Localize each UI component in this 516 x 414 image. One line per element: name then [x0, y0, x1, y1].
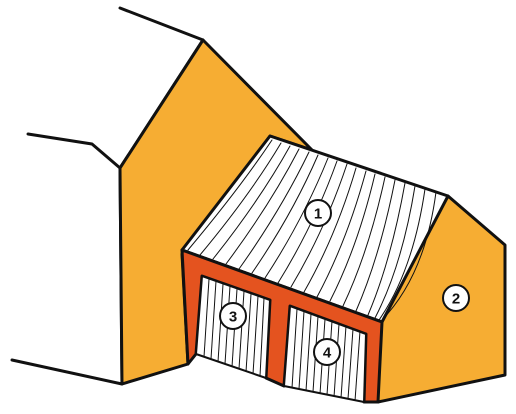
badge-side-wall-label: 2 [452, 291, 460, 308]
badge-door-right-label: 4 [323, 345, 332, 362]
badge-door-left: 3 [220, 303, 246, 329]
badge-roof: 1 [305, 200, 331, 226]
house-front-wall [12, 134, 122, 384]
badge-door-right: 4 [314, 339, 340, 365]
badge-door-left-label: 3 [229, 309, 237, 326]
badge-side-wall: 2 [443, 285, 469, 311]
badge-roof-label: 1 [314, 206, 322, 223]
